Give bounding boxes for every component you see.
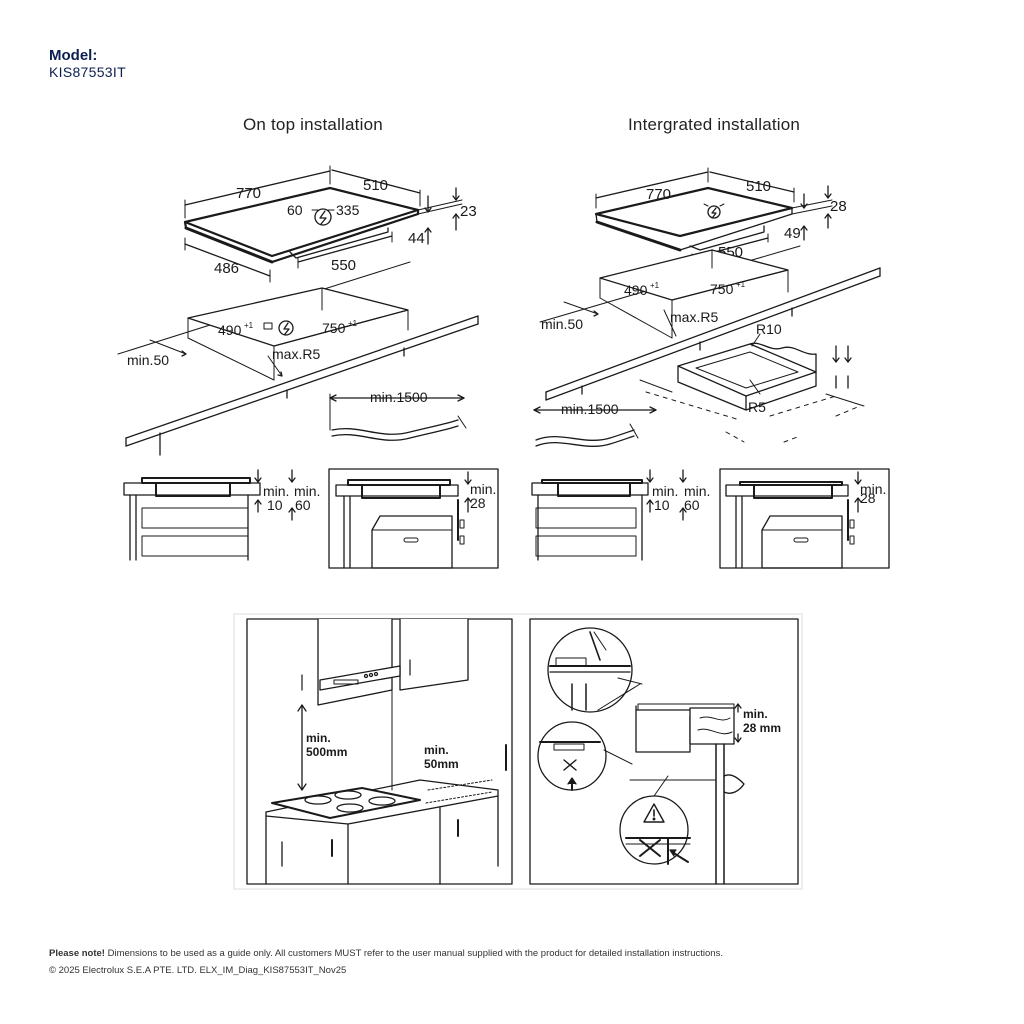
footer-note: Please note! Dimensions to be used as a … [49, 948, 723, 959]
ontop-side2-val: 28 [470, 495, 486, 511]
ontop-cable-min: min.1500 [370, 389, 428, 405]
worktop-thick-min: min. [743, 707, 768, 721]
kitchen-hood-val: 500mm [306, 745, 347, 759]
ontop-side1-val-b: 60 [295, 497, 311, 513]
ontop-cut-width: 750 [322, 320, 346, 336]
ontop-ctrl-b: 335 [336, 202, 360, 218]
integrated-frame-r10: R10 [756, 321, 782, 337]
footer-note-label: Please note! [49, 948, 105, 959]
ontop-cut-radius: max.R5 [272, 346, 320, 362]
model-label: Model: [49, 47, 98, 64]
integrated-cut-depth-tol: +1 [650, 281, 660, 290]
integrated-side1-val-a: 10 [654, 497, 670, 513]
integrated-hob-depth: 510 [746, 178, 771, 195]
integrated-side1-min-b: min. [684, 483, 710, 499]
integrated-side1-val-b: 60 [684, 497, 700, 513]
kitchen-hood-min: min. [306, 731, 331, 745]
ontop-side1-min-a: min. [263, 483, 289, 499]
integrated-box-depth: 49 [784, 225, 801, 242]
integrated-countertop-drawing: 490 +1 750 +1 max.R5 min.50 R10 R5 [533, 245, 881, 447]
ontop-side1-min-b: min. [294, 483, 320, 499]
ontop-hob-width: 770 [236, 185, 261, 202]
integrated-frame-r5: R5 [748, 399, 766, 415]
warning-icon [643, 803, 665, 823]
integrated-cut-depth: 490 [624, 282, 648, 298]
footer-note-text: Dimensions to be used as a guide only. A… [104, 948, 723, 959]
integrated-side2-val: 28 [860, 490, 876, 506]
integrated-hob-height: 28 [830, 198, 847, 215]
ontop-side-view-2: min. 28 [328, 468, 499, 569]
integrated-cable-min: min.1500 [561, 401, 619, 417]
kitchen-wall-min: min. [424, 743, 449, 757]
integrated-power-icon [707, 205, 721, 219]
integrated-cut-width-tol: +1 [736, 280, 746, 289]
ontop-hob-side: 486 [214, 260, 239, 277]
ontop-installation-title: On top installation [243, 115, 383, 134]
ontop-side1-val-a: 10 [267, 497, 283, 513]
ontop-box-width: 550 [331, 257, 356, 274]
integrated-side2-min: min. [860, 481, 886, 497]
ontop-ctrl-a: 60 [287, 202, 303, 218]
integrated-cut-radius: max.R5 [670, 309, 718, 325]
ontop-cut-width-tol: +1 [348, 319, 358, 328]
worktop-thick-val: 28 mm [743, 721, 781, 735]
ontop-cut-depth: 490 [218, 322, 242, 338]
integrated-edge-min: min.50 [541, 316, 583, 332]
ontop-side-view-1: min. 10 min. 60 [123, 469, 320, 561]
integrated-side-view-1: min. 10 min. 60 [531, 469, 710, 561]
ontop-hob-drawing: 770 510 23 44 60 335 486 550 [183, 165, 477, 283]
ontop-countertop-drawing: 490 +1 750 +1 max.R5 min.50 min.1500 [117, 261, 479, 456]
ontop-hob-depth: 510 [363, 177, 388, 194]
integrated-side-view-2: min. 28 [719, 468, 890, 569]
footer-copyright: © 2025 Electrolux S.E.A PTE. LTD. ELX_IM… [49, 965, 347, 976]
integrated-installation-title: Intergrated installation [628, 115, 801, 134]
ontop-edge-min: min.50 [127, 352, 169, 368]
ontop-side2-min: min. [470, 481, 496, 497]
kitchen-clearance-drawing: min. 500mm min. 50mm [246, 618, 513, 885]
ontop-box-depth: 44 [408, 230, 425, 247]
integrated-hob-width: 770 [646, 186, 671, 203]
power-icon [314, 208, 332, 226]
integrated-side1-min-a: min. [652, 483, 678, 499]
ontop-cut-depth-tol: +1 [244, 321, 254, 330]
integrated-cut-width: 750 [710, 281, 734, 297]
ontop-hob-height: 23 [460, 203, 477, 220]
kitchen-wall-val: 50mm [424, 757, 459, 771]
worktop-detail-drawing: min. 28 mm [529, 618, 799, 885]
integrated-hob-drawing: 770 510 28 49 550 [594, 167, 847, 263]
ontop-cutout-power-icon [278, 320, 294, 336]
model-number: KIS87553IT [49, 64, 126, 80]
